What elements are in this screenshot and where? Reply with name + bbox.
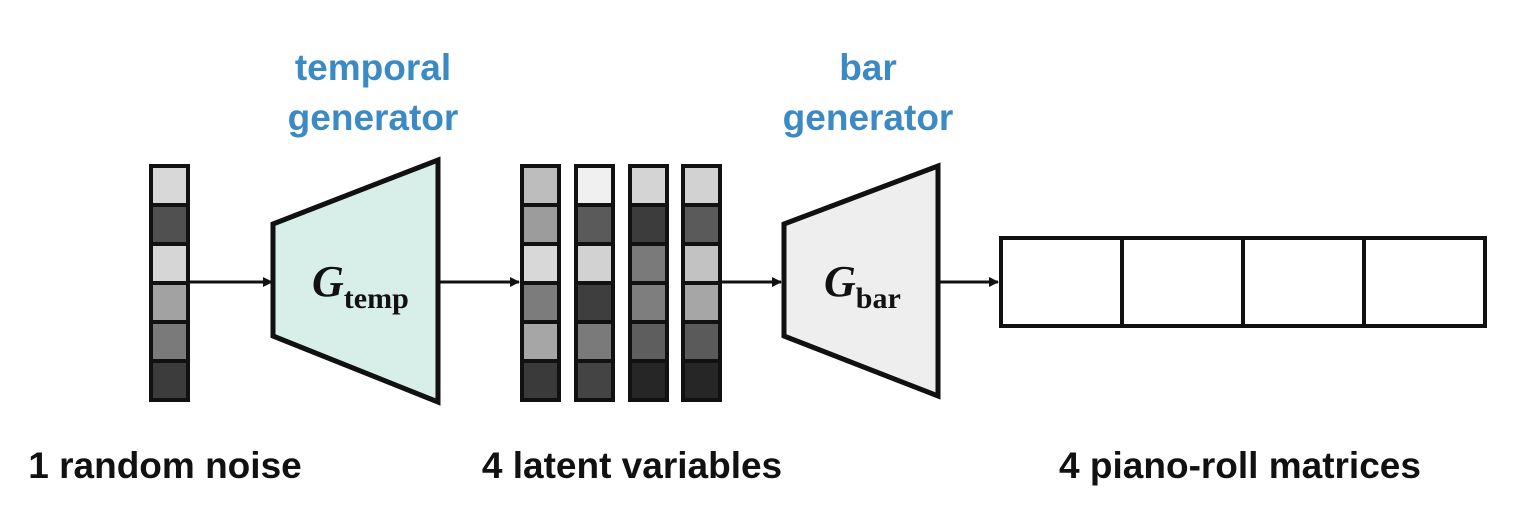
latent-vector-column-2	[574, 164, 615, 402]
latent-variables-caption: 4 latent variables	[482, 445, 782, 486]
latent-vector-column-1-cell	[520, 242, 561, 285]
latent-vector-column-2-cell	[574, 281, 615, 324]
latent-vector-column-3	[628, 164, 669, 402]
latent-vector-column-3-cell	[628, 359, 669, 402]
latent-vector-column-4-cell	[681, 164, 722, 207]
piano-roll-matrix-1	[999, 236, 1124, 328]
latent-vector-column-2-cell	[574, 203, 615, 246]
noise-vector-column-cell	[149, 203, 190, 246]
latent-vector-column-3-cell	[628, 242, 669, 285]
temporal-generator-block	[270, 156, 441, 406]
piano-roll-matrices-group	[999, 236, 1487, 328]
temporal-generator-symbol: Gtemp	[312, 257, 409, 315]
noise-vector-column	[149, 164, 190, 402]
temporal-generator-label-line1: temporal	[295, 47, 451, 88]
latent-variables-group	[520, 164, 722, 402]
latent-vector-column-1-cell	[520, 359, 561, 402]
latent-vector-column-4-cell	[681, 203, 722, 246]
latent-vector-column-3-cell	[628, 320, 669, 363]
latent-vector-column-4-cell	[681, 320, 722, 363]
latent-vector-column-4	[681, 164, 722, 402]
latent-vector-column-1-cell	[520, 320, 561, 363]
latent-vector-column-1-cell	[520, 203, 561, 246]
noise-vector-column-cell	[149, 320, 190, 363]
noise-vector-column-cell	[149, 281, 190, 324]
latent-vector-column-4-cell	[681, 281, 722, 324]
bar-generator-block	[781, 162, 941, 400]
bar-generator-label-line1: bar	[839, 47, 897, 88]
noise-vector-column-cell	[149, 242, 190, 285]
latent-vector-column-2-cell	[574, 164, 615, 207]
bar-generator-symbol: Gbar	[824, 257, 901, 315]
random-noise-vector	[149, 164, 190, 402]
latent-vector-column-1	[520, 164, 561, 402]
latent-vector-column-3-cell	[628, 281, 669, 324]
latent-vector-column-2-cell	[574, 359, 615, 402]
latent-vector-column-4-cell	[681, 242, 722, 285]
random-noise-caption: 1 random noise	[28, 445, 301, 486]
temporal-generator-label-line2: generator	[288, 97, 459, 138]
piano-roll-matrices-caption: 4 piano-roll matrices	[1059, 445, 1421, 486]
latent-vector-column-1-cell	[520, 281, 561, 324]
latent-vector-column-2-cell	[574, 320, 615, 363]
bar-generator-label-line2: generator	[783, 97, 954, 138]
piano-roll-matrix-2	[1120, 236, 1245, 328]
latent-vector-column-3-cell	[628, 164, 669, 207]
noise-vector-column-cell	[149, 359, 190, 402]
piano-roll-matrix-4	[1362, 236, 1487, 328]
noise-vector-column-cell	[149, 164, 190, 207]
latent-vector-column-4-cell	[681, 359, 722, 402]
piano-roll-matrix-3	[1241, 236, 1366, 328]
latent-vector-column-1-cell	[520, 164, 561, 207]
latent-vector-column-3-cell	[628, 203, 669, 246]
latent-vector-column-2-cell	[574, 242, 615, 285]
